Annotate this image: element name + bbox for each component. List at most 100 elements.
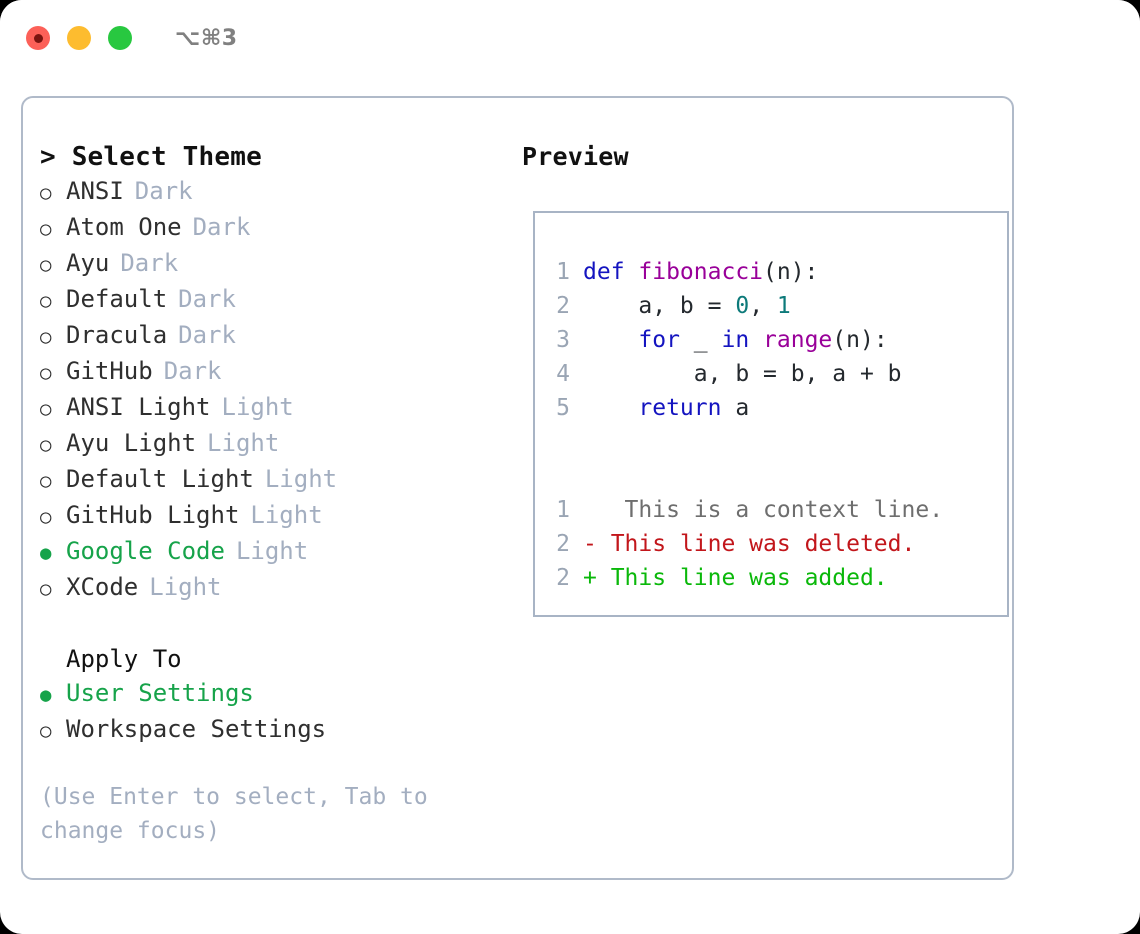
- code-content: for _ in range(n):: [583, 323, 888, 357]
- token-plain: [583, 327, 638, 353]
- spacer: [549, 459, 1007, 493]
- code-content: return a: [583, 391, 749, 425]
- zoom-button[interactable]: [108, 26, 132, 50]
- theme-variant-badge: Dark: [178, 285, 236, 313]
- token-keyword: in: [721, 327, 750, 353]
- radio-icon: ○: [40, 434, 52, 456]
- token-plain: (n):: [832, 327, 888, 353]
- line-number: 5: [556, 395, 570, 421]
- diff-sample: 1 This is a context line. 2 - This line …: [549, 493, 1007, 595]
- diff-sign: -: [583, 531, 597, 557]
- theme-option-label: Default: [66, 285, 168, 313]
- token-function: fibonacci: [638, 259, 764, 285]
- theme-option-github[interactable]: ○ GitHub Dark: [40, 354, 500, 390]
- diff-text: This is a context line.: [596, 497, 944, 523]
- line-number: 2: [556, 293, 570, 319]
- token-number: 0: [735, 293, 750, 319]
- minimize-button[interactable]: [67, 26, 91, 50]
- theme-option-default-light[interactable]: ○ Default Light Light: [40, 462, 500, 498]
- theme-option-github-light[interactable]: ○ GitHub Light Light: [40, 498, 500, 534]
- radio-icon: ○: [40, 326, 52, 348]
- token-plain: a: [721, 395, 750, 421]
- diff-text: This line was added.: [596, 565, 888, 591]
- close-icon: [33, 33, 43, 43]
- code-line: 1 def fibonacci(n):: [549, 255, 1007, 289]
- theme-variant-badge: Dark: [163, 357, 222, 385]
- theme-option-label: ANSI: [66, 177, 124, 205]
- preview-column: Preview 1 def fibonacci(n): 2 a, b = 0, …: [500, 140, 1012, 617]
- line-number: 4: [556, 361, 570, 387]
- theme-option-ansi[interactable]: ○ ANSI Dark: [40, 174, 500, 210]
- theme-option-ayu[interactable]: ○ Ayu Dark: [40, 246, 500, 282]
- theme-list-column: > Select Theme ○ ANSI Dark ○ Atom One Da…: [40, 140, 500, 848]
- diff-line-deleted: 2 - This line was deleted.: [549, 527, 1007, 561]
- line-number: 3: [556, 327, 570, 353]
- window-controls: [26, 26, 132, 50]
- code-line: 5 return a: [549, 391, 1007, 425]
- theme-option-ayu-light[interactable]: ○ Ayu Light Light: [40, 426, 500, 462]
- preview-box: 1 def fibonacci(n): 2 a, b = 0, 1 3 for …: [533, 211, 1009, 617]
- theme-option-label: XCode: [66, 573, 139, 601]
- theme-option-label: GitHub Light: [66, 501, 240, 529]
- radio-icon: ○: [40, 218, 52, 240]
- code-line: 2 a, b = 0, 1: [549, 289, 1007, 323]
- preview-title: Preview: [522, 142, 629, 171]
- theme-list-header: > Select Theme: [40, 142, 262, 172]
- diff-sign: +: [583, 565, 597, 591]
- code-content: a, b = b, a + b: [583, 357, 902, 391]
- apply-to-option-workspace-settings[interactable]: ○ Workspace Settings: [40, 712, 500, 748]
- token-plain: [583, 395, 638, 421]
- radio-icon: ○: [40, 362, 52, 384]
- keyboard-shortcut-label: ⌥⌘3: [175, 25, 238, 51]
- theme-variant-badge: Dark: [192, 213, 251, 241]
- spacer: [549, 425, 1007, 459]
- theme-variant-badge: Light: [221, 393, 294, 421]
- theme-option-label: Default Light: [66, 465, 254, 493]
- radio-icon-selected: ●: [40, 684, 52, 706]
- theme-option-label: GitHub: [66, 357, 153, 385]
- token-keyword: for: [638, 327, 680, 353]
- token-number: 1: [776, 293, 791, 319]
- theme-variant-badge: Light: [250, 501, 323, 529]
- code-content: def fibonacci(n):: [583, 255, 818, 289]
- theme-option-dracula[interactable]: ○ Dracula Dark: [40, 318, 500, 354]
- code-content: a, b = 0, 1: [583, 289, 791, 323]
- code-line: 3 for _ in range(n):: [549, 323, 1007, 357]
- token-plain: (n):: [763, 259, 819, 285]
- keyboard-hint-text: (Use Enter to select, Tab to change focu…: [40, 784, 428, 844]
- theme-option-list: ○ ANSI Dark ○ Atom One Dark ○ Ayu: [40, 174, 500, 606]
- theme-variant-badge: Dark: [178, 321, 236, 349]
- diff-text: This line was deleted.: [596, 531, 916, 557]
- radio-icon: ○: [40, 506, 52, 528]
- token-keyword: return: [638, 395, 722, 421]
- close-button[interactable]: [26, 26, 50, 50]
- theme-option-xcode[interactable]: ○ XCode Light: [40, 570, 500, 606]
- line-number: 1: [556, 497, 570, 523]
- theme-option-label: Google Code: [66, 537, 225, 565]
- line-number: 2: [556, 531, 570, 557]
- token-keyword: def: [583, 259, 639, 285]
- apply-to-header: Apply To: [66, 645, 182, 673]
- spacer: [40, 606, 500, 642]
- diff-line-added: 2 + This line was added.: [549, 561, 1007, 595]
- radio-icon: ○: [40, 578, 52, 600]
- diff-sign: [583, 493, 597, 527]
- theme-variant-badge: Light: [235, 537, 309, 565]
- theme-option-ansi-light[interactable]: ○ ANSI Light Light: [40, 390, 500, 426]
- line-number: 1: [556, 259, 570, 285]
- code-line: 4 a, b = b, a + b: [549, 357, 1007, 391]
- radio-icon: ○: [40, 254, 52, 276]
- theme-selector-panel: > Select Theme ○ ANSI Dark ○ Atom One Da…: [21, 96, 1014, 880]
- token-plain: a, b = b, a + b: [583, 361, 902, 387]
- token-plain: a, b =: [583, 293, 736, 319]
- theme-option-google-code[interactable]: ● Google Code Light: [40, 534, 500, 570]
- theme-option-atom-one[interactable]: ○ Atom One Dark: [40, 210, 500, 246]
- radio-icon: ○: [40, 720, 52, 742]
- apply-to-option-user-settings[interactable]: ● User Settings: [40, 676, 500, 712]
- token-plain: [749, 327, 763, 353]
- theme-option-label: Atom One: [66, 213, 182, 241]
- theme-option-default[interactable]: ○ Default Dark: [40, 282, 500, 318]
- theme-variant-badge: Dark: [134, 177, 193, 205]
- apply-to-option-label: User Settings: [66, 679, 254, 707]
- theme-variant-badge: Dark: [120, 249, 179, 277]
